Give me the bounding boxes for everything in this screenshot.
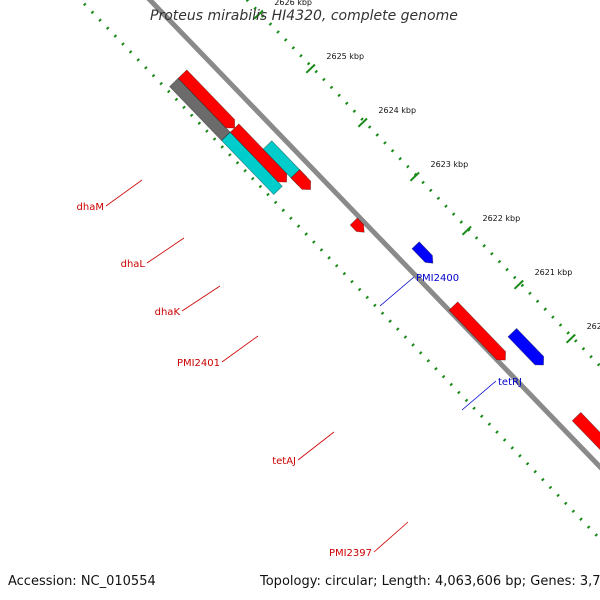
label-leader-line <box>146 237 185 264</box>
gene-track <box>169 69 600 451</box>
genome-title: Proteus mirabilis HI4320, complete genom… <box>150 8 458 24</box>
tick-label: 2624 kbp <box>378 106 416 115</box>
gene-PMI2401 <box>349 217 365 233</box>
tick-mark <box>461 225 472 236</box>
gene-dhaM-red <box>177 69 236 129</box>
gene-label: dhaM <box>77 202 104 213</box>
label-leader-line <box>379 276 415 307</box>
tick-label: 2622 kbp <box>483 214 521 223</box>
gene-dhaK-red <box>290 169 312 191</box>
tick-mark <box>305 63 316 74</box>
label-leader-line <box>221 335 259 363</box>
tick-mark <box>565 333 576 344</box>
backbone-line <box>146 0 600 471</box>
tick-mark <box>409 171 420 182</box>
gene-tetAJ <box>448 301 507 361</box>
tick-label: 2620 kbp <box>587 322 600 331</box>
tick-mark <box>253 9 264 20</box>
tick-label: 2621 kbp <box>535 268 573 277</box>
gene-tetRJ <box>507 327 545 366</box>
gene-label: PMI2400 <box>416 273 459 284</box>
genome-backbone <box>146 0 600 471</box>
backbone-highlight <box>154 0 600 463</box>
gene-dhaL-cyan <box>221 131 283 196</box>
tick-label: 2625 kbp <box>326 52 364 61</box>
accession-text: Accession: NC_010554 <box>8 574 156 589</box>
gene-labels: dhaM dhaL dhaK PMI2401 tetAJ PMI2397 PMI2400 te… <box>77 179 522 559</box>
tick-mark <box>357 117 368 128</box>
tick-label: 2626 kbp <box>274 0 312 7</box>
topology-text: Topology: circular; Length: 4,063,606 bp… <box>260 574 600 589</box>
gene-label: dhaK <box>155 307 181 318</box>
gene-label: tetRJ <box>498 377 522 388</box>
tick-label: 2623 kbp <box>431 160 469 169</box>
label-leader-line <box>105 179 143 207</box>
tick-mark <box>513 279 524 290</box>
gene-label: dhaL <box>121 259 146 270</box>
label-leader-line <box>297 431 335 461</box>
gene-PMI2400 <box>411 241 434 264</box>
gene-label: PMI2397 <box>329 548 372 559</box>
label-leader-line <box>181 285 221 312</box>
gene-dhaL-red <box>229 123 288 183</box>
outer-tick-ring <box>245 0 600 369</box>
gene-label: PMI2401 <box>177 358 220 369</box>
gene-PMI2397-a <box>571 411 600 451</box>
label-leader-line <box>373 521 409 553</box>
gene-label: tetAJ <box>272 456 296 467</box>
label-leader-line <box>461 380 497 411</box>
